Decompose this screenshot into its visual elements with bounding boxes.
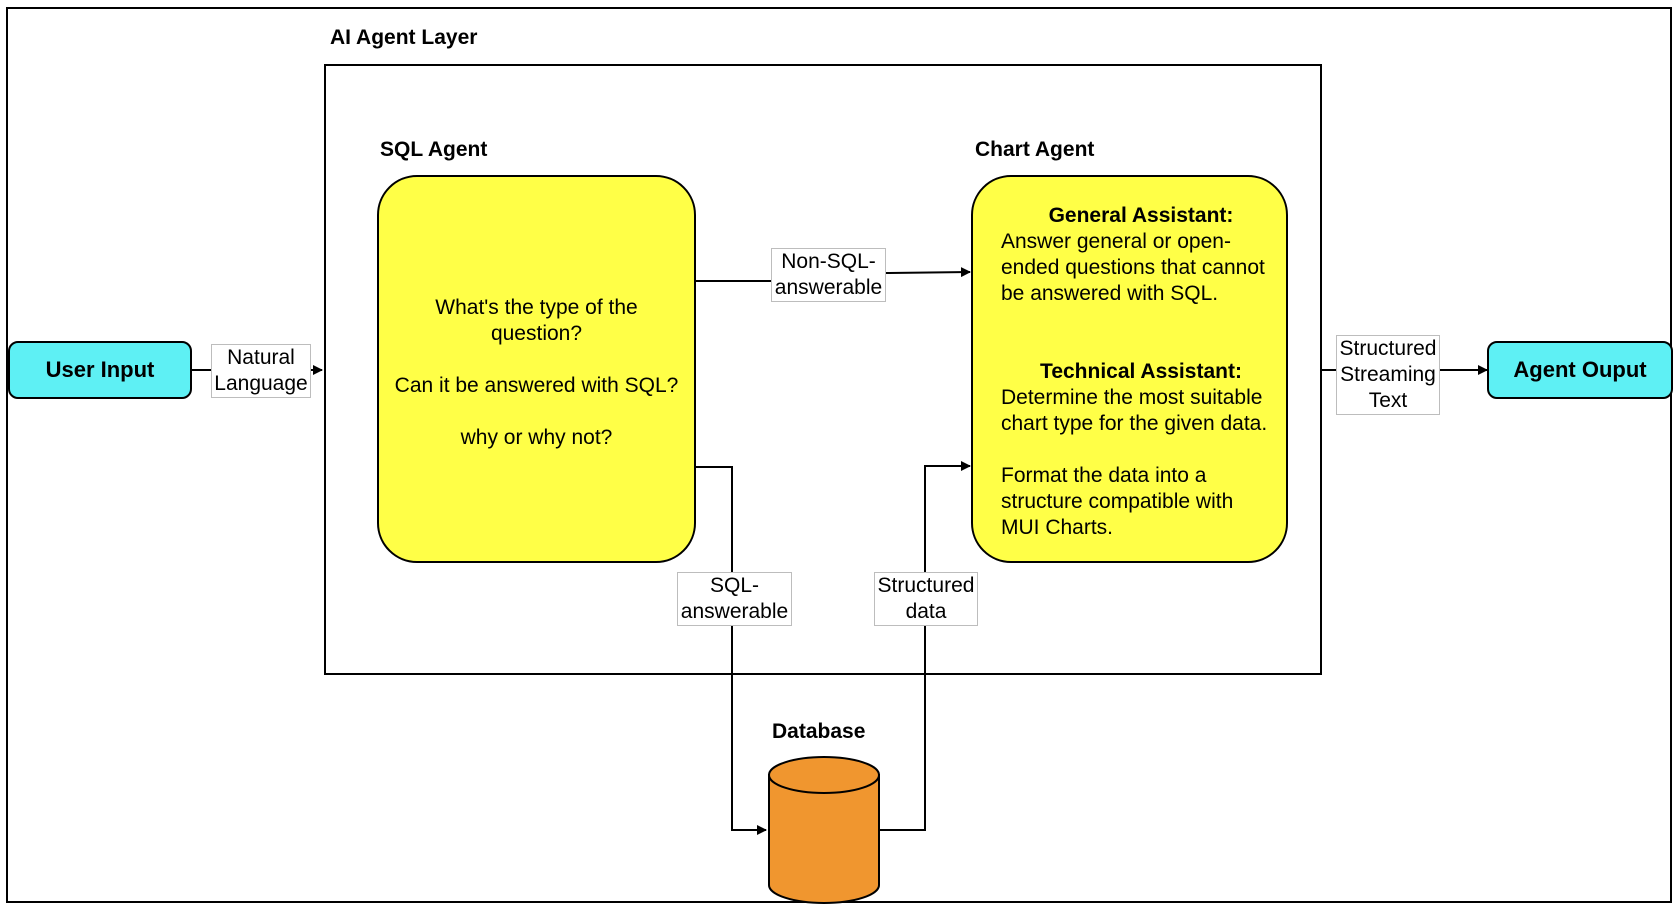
user-input-label: User Input xyxy=(45,357,155,382)
chart-agent-title: Chart Agent xyxy=(975,138,1095,161)
non-sql-answerable-label: Non-SQL- answerable xyxy=(771,248,886,302)
sql-agent-line: question? xyxy=(490,322,583,345)
sql-agent-text: What's the type of the question? Can it … xyxy=(379,295,694,451)
general-assistant-line: Answer general or open- xyxy=(1001,230,1231,253)
user-input-node: User Input xyxy=(8,341,192,399)
technical-assistant-heading: Technical Assistant: xyxy=(1040,360,1242,383)
general-assistant-heading: General Assistant: xyxy=(1048,204,1234,227)
edge-label-line: Non-SQL- xyxy=(781,250,876,273)
agent-layer-box xyxy=(324,64,1322,675)
technical-assistant-line: chart type for the given data. xyxy=(1001,412,1268,435)
edge-label-line: Structured xyxy=(1339,337,1437,360)
edge-label-line: Structured xyxy=(877,574,975,597)
agent-output-label: Agent Ouput xyxy=(1513,357,1647,382)
agent-layer-title: AI Agent Layer xyxy=(330,26,478,49)
edge-label-line: answerable xyxy=(774,276,883,299)
general-assistant-line: be answered with SQL. xyxy=(1001,282,1219,305)
edge-sql-to-db xyxy=(696,466,767,835)
database-title: Database xyxy=(772,720,866,743)
chart-agent-box: General Assistant: Answer general or ope… xyxy=(971,175,1288,563)
agent-output-node: Agent Ouput xyxy=(1487,341,1673,399)
edge-db-to-chart xyxy=(880,461,971,831)
chart-agent-text: General Assistant: Answer general or ope… xyxy=(1001,203,1291,541)
sql-agent-box: What's the type of the question? Can it … xyxy=(377,175,696,563)
structured-streaming-text-label: Structured Streaming Text xyxy=(1336,335,1440,415)
sql-answerable-label: SQL- answerable xyxy=(677,572,792,626)
natural-language-label: Natural Language xyxy=(211,344,311,398)
format-line: Format the data into a xyxy=(1001,464,1207,487)
edge-label-line: Text xyxy=(1368,389,1408,412)
edge-label-line: Language xyxy=(214,372,308,395)
sql-agent-title: SQL Agent xyxy=(380,138,488,161)
edge-label-line: SQL- xyxy=(709,574,759,597)
sql-agent-line: Can it be answered with SQL? xyxy=(394,374,679,397)
edge-label-line: data xyxy=(905,600,947,623)
technical-assistant-line: Determine the most suitable xyxy=(1001,386,1263,409)
edge-label-line: Natural xyxy=(227,346,295,369)
format-line: MUI Charts. xyxy=(1001,516,1114,539)
edge-label-line: Streaming xyxy=(1340,363,1436,386)
sql-agent-line: why or why not? xyxy=(460,426,613,449)
format-line: structure compatible with xyxy=(1001,490,1234,513)
structured-data-label: Structured data xyxy=(874,572,978,626)
database-cylinder-icon xyxy=(768,774,880,904)
sql-agent-line: What's the type of the xyxy=(435,296,638,319)
edge-label-line: answerable xyxy=(680,600,789,623)
general-assistant-line: ended questions that cannot xyxy=(1001,256,1265,279)
